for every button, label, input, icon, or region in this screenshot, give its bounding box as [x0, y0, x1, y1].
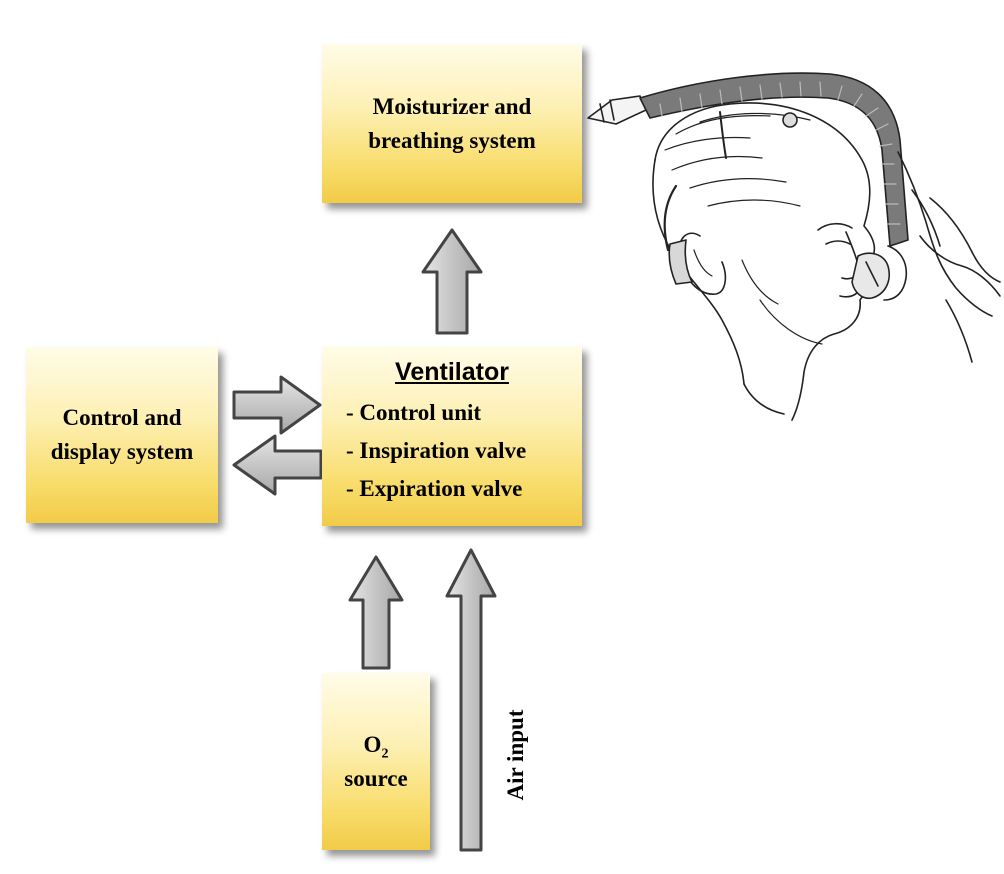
ventilator-title: Ventilator [395, 358, 509, 386]
moisturizer-box: Moisturizer and breathing system [322, 44, 582, 203]
control-display-box: Control and display system [26, 347, 218, 523]
arrow-ventilator-to-moisturizer [421, 228, 483, 335]
arrow-ventilator-to-control [232, 434, 323, 496]
arrow-air-input-to-ventilator [445, 548, 497, 852]
o2-source-label: source [344, 765, 408, 791]
o2-source-box: O2 source [322, 673, 430, 850]
o2-symbol-subscript: 2 [381, 746, 389, 762]
ventilator-item-control-unit: - Control unit [346, 400, 482, 425]
moisturizer-line-2: breathing system [368, 127, 536, 153]
control-line-1: Control and [62, 405, 182, 430]
ventilator-item-inspiration-valve: - Inspiration valve [346, 438, 527, 463]
control-line-2: display system [50, 439, 194, 464]
ventilator-item-expiration-valve: - Expiration valve [346, 476, 523, 501]
arrow-control-to-ventilator [232, 375, 322, 435]
moisturizer-line-1: Moisturizer and [372, 93, 532, 119]
ventilator-box: Ventilator - Control unit - Inspiration … [322, 346, 582, 526]
o2-symbol: O2 [364, 728, 389, 762]
o2-symbol-letter: O [363, 731, 382, 757]
arrow-o2-to-ventilator [348, 555, 404, 670]
